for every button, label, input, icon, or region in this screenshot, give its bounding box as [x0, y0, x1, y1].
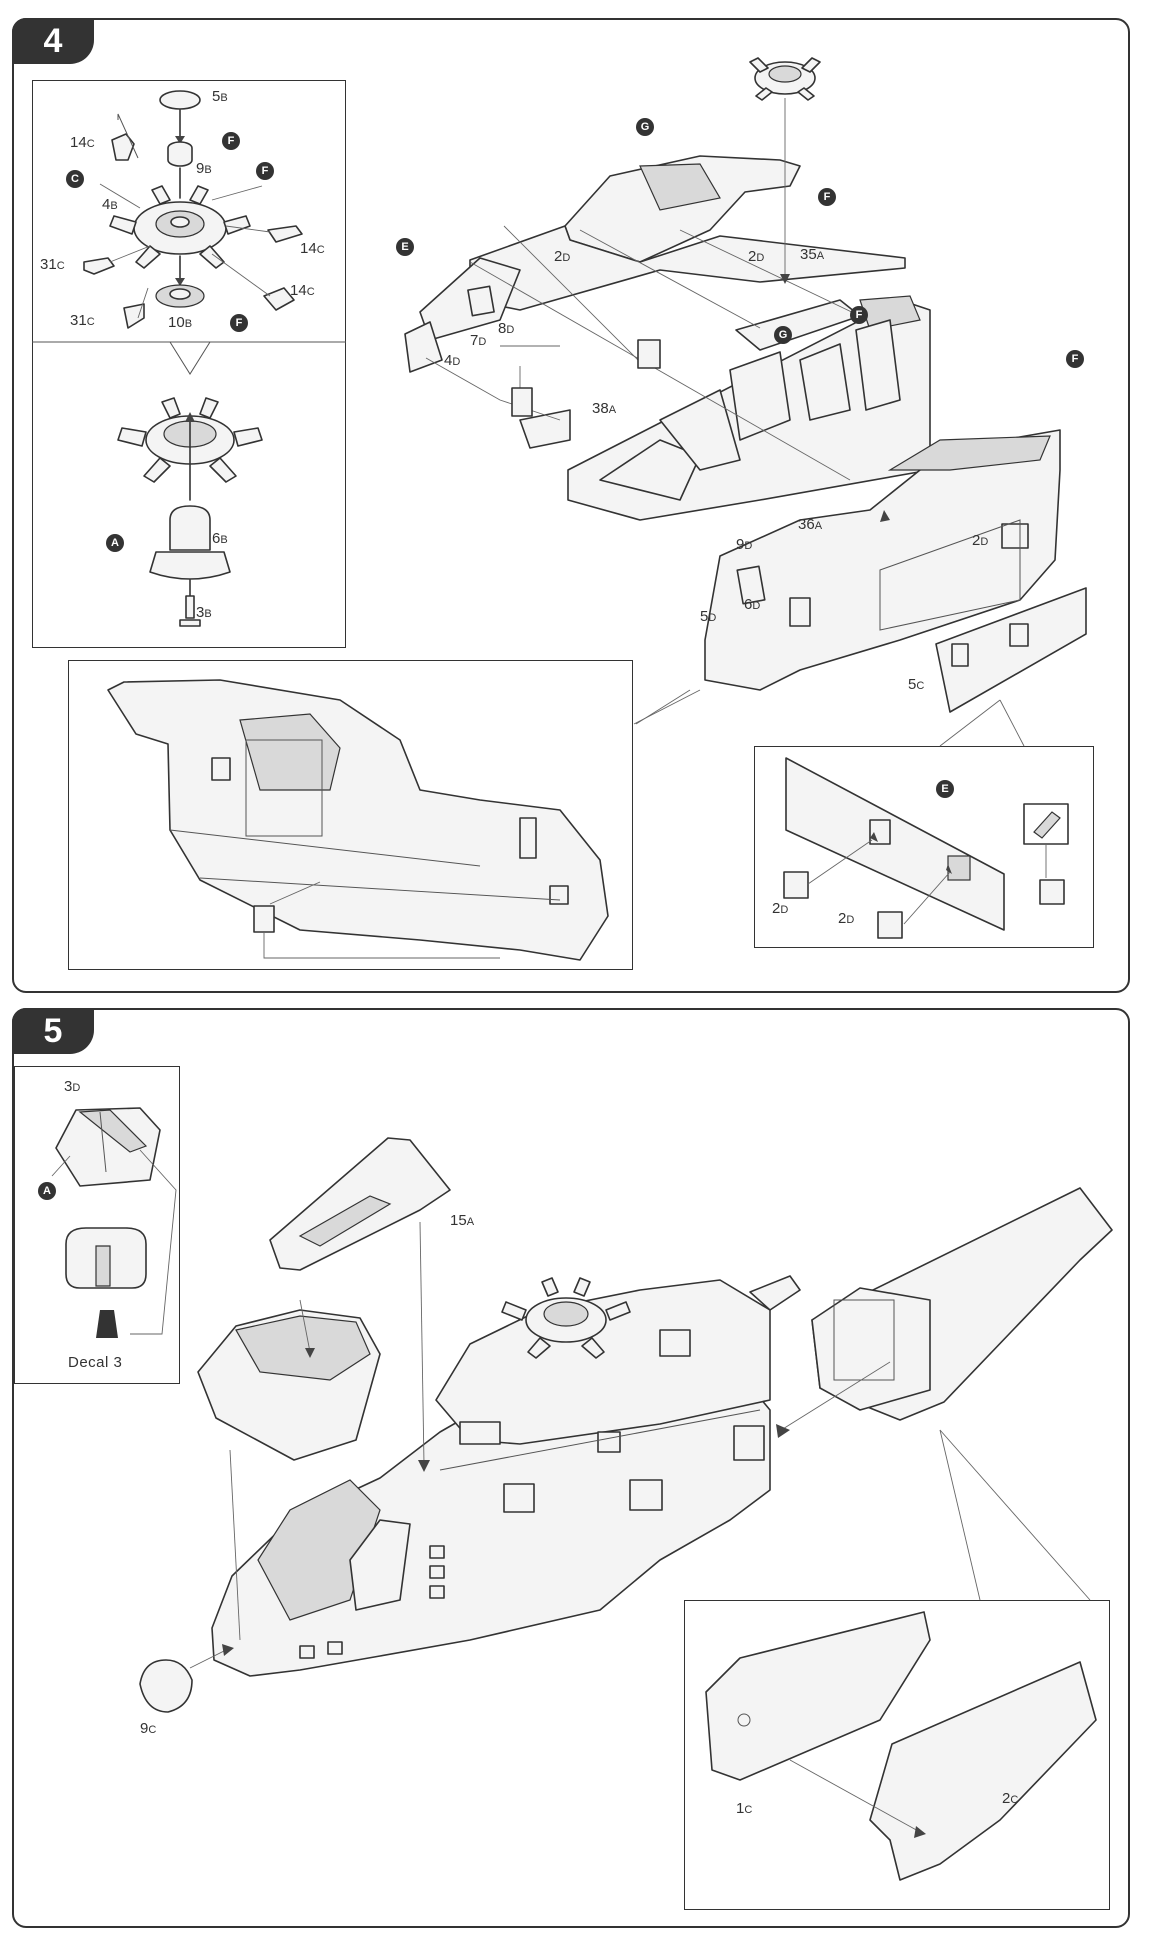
assembly-marker: E — [396, 238, 414, 256]
assembly-marker: A — [106, 534, 124, 552]
part-label: 4D — [444, 352, 461, 369]
assembly-marker: F — [256, 162, 274, 180]
part-label: 1C — [736, 1800, 753, 1817]
part-label: 2D — [554, 248, 571, 265]
part-label: 6D — [744, 596, 761, 613]
part-label: 36A — [798, 516, 823, 533]
part-label: 31C — [70, 312, 95, 329]
tail-half-drawings — [705, 1611, 1097, 1881]
assembly-marker: E — [936, 780, 954, 798]
part-label: 35A — [800, 246, 825, 263]
part-label: 31C — [40, 256, 65, 273]
rotor-head-assembled — [117, 397, 263, 627]
assembly-marker: C — [66, 170, 84, 188]
step-4-number: 4 — [12, 18, 94, 64]
part-label: 9B — [196, 160, 212, 177]
part-label: 9D — [736, 536, 753, 553]
part-label: 3D — [64, 1078, 81, 1095]
canopy-detail-drawing — [51, 1107, 177, 1338]
part-label: 38A — [592, 400, 617, 417]
assembly-marker: F — [818, 188, 836, 206]
part-label: 14C — [70, 134, 95, 151]
part-label: 7D — [470, 332, 487, 349]
helicopter-assembly — [139, 1137, 1113, 1713]
assembly-marker: A — [38, 1182, 56, 1200]
assembly-marker: F — [1066, 350, 1084, 368]
part-label: 5C — [908, 676, 925, 693]
assembly-marker: G — [774, 326, 792, 344]
part-label: 9C — [140, 1720, 157, 1737]
part-label: 5D — [700, 608, 717, 625]
part-label: 2C — [1002, 1790, 1019, 1807]
assembly-marker: F — [850, 306, 868, 324]
part-label: 3B — [196, 604, 212, 621]
decal-label: Decal 3 — [68, 1354, 123, 1371]
part-label: 15A — [450, 1212, 475, 1229]
part-label: 2D — [772, 900, 789, 917]
part-label: 5B — [212, 88, 228, 105]
fuselage-half-drawing — [107, 679, 609, 961]
interior-assembly — [404, 57, 1087, 747]
part-label: 8D — [498, 320, 515, 337]
rotor-head-exploded — [83, 90, 303, 329]
part-label: 2D — [748, 248, 765, 265]
part-label: 6B — [212, 530, 228, 547]
part-label: 4B — [102, 196, 118, 213]
part-label: 2D — [838, 910, 855, 927]
part-label: 10B — [168, 314, 193, 331]
part-label: 14C — [300, 240, 325, 257]
window-detail-drawing — [783, 757, 1069, 939]
assembly-marker: F — [230, 314, 248, 332]
part-label: 14C — [290, 282, 315, 299]
step-5-number: 5 — [12, 1008, 94, 1054]
assembly-marker: G — [636, 118, 654, 136]
part-label: 2D — [972, 532, 989, 549]
assembly-marker: F — [222, 132, 240, 150]
